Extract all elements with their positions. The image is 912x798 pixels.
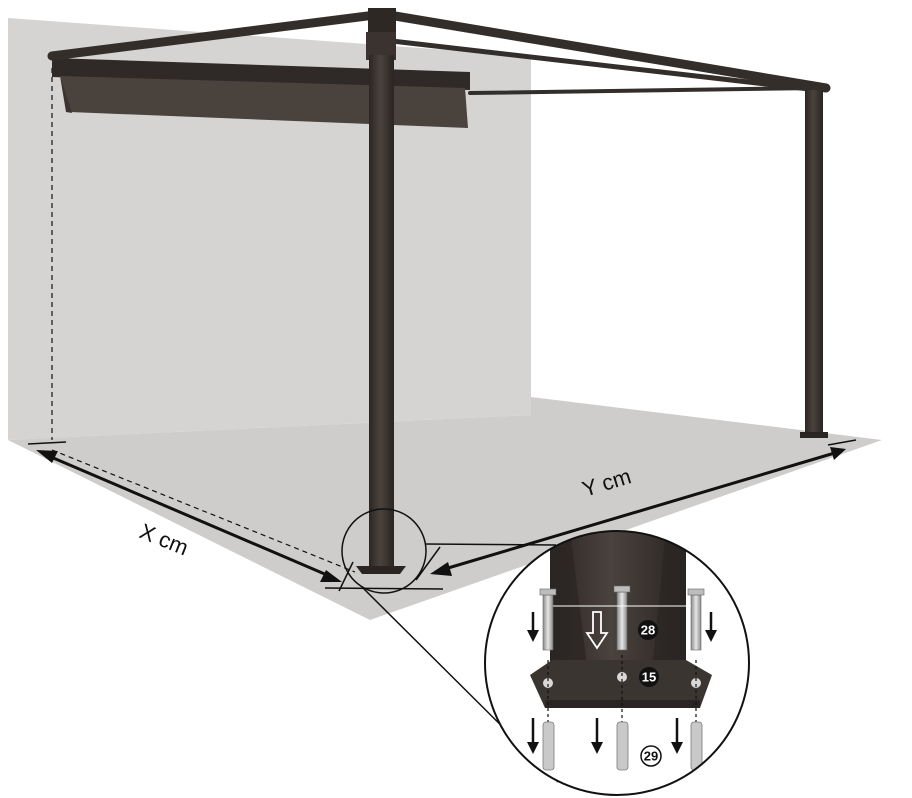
corner-bracket — [368, 8, 396, 32]
part-15-badge: 15 — [639, 667, 659, 687]
wall-plug-icon — [542, 721, 703, 771]
y-dimension-arrow — [430, 447, 846, 576]
back-post — [805, 90, 823, 438]
screw-icon — [539, 588, 557, 651]
svg-text:15: 15 — [642, 670, 656, 685]
base-plate-detail — [530, 660, 712, 708]
corner-ticks — [27, 439, 857, 592]
svg-text:29: 29 — [644, 749, 658, 764]
floor-plane — [8, 397, 882, 620]
front-post-base-plate — [356, 566, 406, 574]
roof-frame — [47, 9, 831, 95]
zoom-detail: 28 15 29 — [484, 530, 750, 796]
front-post — [369, 55, 394, 567]
screw-icon — [687, 588, 705, 651]
x-dimension-arrow — [36, 450, 342, 582]
back-post-foot — [800, 432, 828, 438]
part-28-badge: 28 — [638, 620, 658, 640]
part-29-badge: 29 — [640, 745, 662, 767]
svg-text:28: 28 — [641, 623, 655, 638]
screw-icon — [613, 585, 631, 651]
callout-circle — [341, 508, 427, 594]
retractable-canopy — [52, 58, 470, 128]
arrow-down-icon — [527, 612, 717, 754]
outline-arrow-down-icon — [585, 611, 609, 650]
dashed-guides — [51, 68, 356, 573]
